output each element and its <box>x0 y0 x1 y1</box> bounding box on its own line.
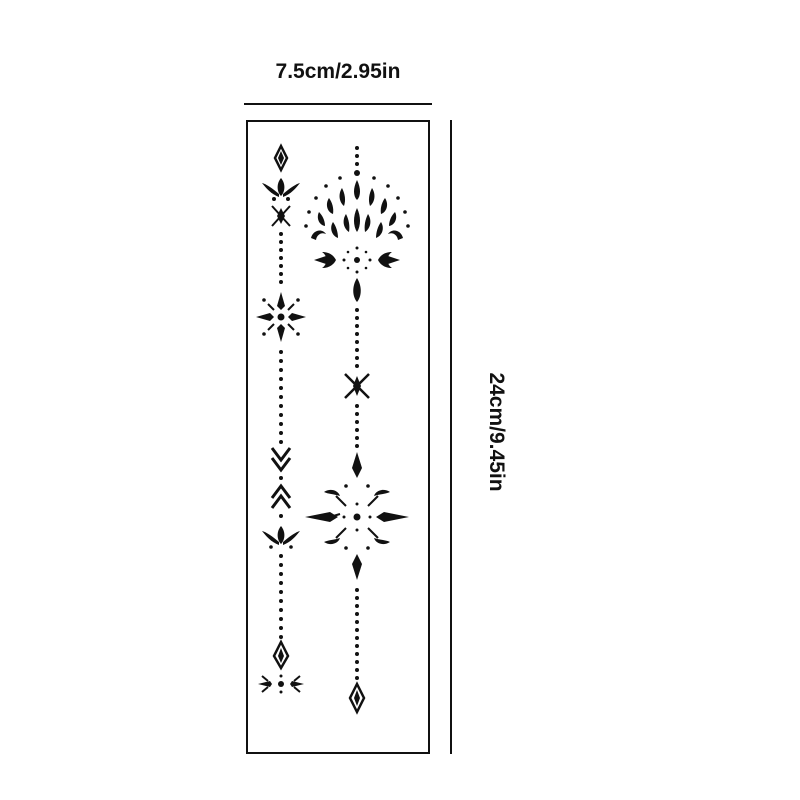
left-tattoo-design <box>256 143 306 694</box>
height-dimension-line <box>450 120 452 754</box>
tattoo-sheet-frame <box>246 120 430 754</box>
width-dimension-label: 7.5cm/2.95in <box>275 60 401 83</box>
width-dimension-line <box>244 103 432 105</box>
right-tattoo-design <box>304 146 410 715</box>
